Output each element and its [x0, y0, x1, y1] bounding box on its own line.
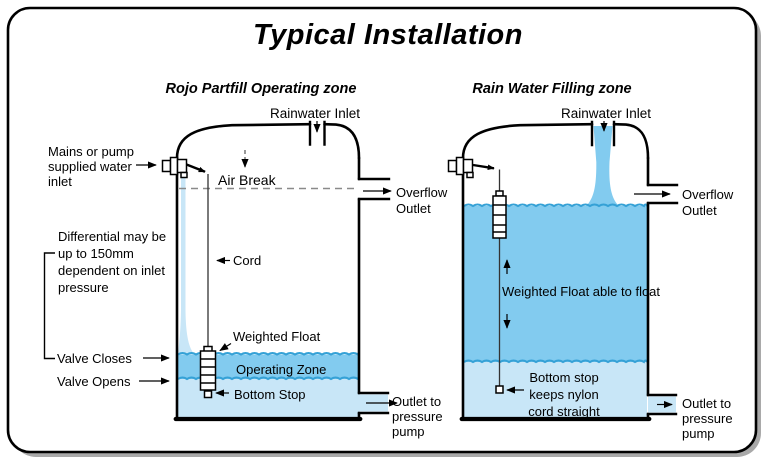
valve-wall-flange	[169, 156, 179, 176]
valve-opens-label: Valve Opens	[57, 374, 131, 389]
differential-label-line2: up to 150mm	[58, 246, 134, 261]
mains-inlet-label-line3: inlet	[48, 174, 72, 189]
float-body	[492, 195, 507, 239]
overflow-pipe	[646, 183, 679, 205]
operating-zone-label: Operating Zone	[236, 362, 326, 377]
rainwater-inlet-label: Rainwater Inlet	[270, 106, 360, 121]
right-panel-heading: Rain Water Filling zone	[472, 81, 631, 97]
inlet-water-stream	[177, 177, 195, 355]
weighted-float	[199, 345, 217, 399]
tank-dome-right	[612, 122, 650, 160]
left-panel-heading: Rojo Partfill Operating zone	[166, 81, 357, 97]
differential-label-line4: pressure	[58, 280, 109, 295]
reserve-boundary-line	[463, 359, 648, 364]
differential-label-line3: dependent on inlet	[58, 263, 165, 278]
bottom-stop-block	[495, 385, 504, 394]
differential-label-line1: Differential may be	[58, 229, 166, 244]
differential-bracket	[43, 252, 55, 360]
tank-dome-right	[323, 122, 361, 160]
valve-lever-arm	[186, 163, 206, 173]
outlet-pipe	[357, 391, 390, 415]
outlet-pump-label-line2: pressure	[682, 411, 733, 426]
water-surface-line	[463, 203, 648, 208]
bottom-stop-label: Bottom Stop	[234, 387, 306, 402]
float-valve-assembly	[161, 156, 206, 179]
valve-body	[462, 158, 474, 174]
outlet-pump-label-line1: Outlet to	[682, 396, 731, 411]
float-valve-assembly	[447, 156, 495, 179]
cord-label: Cord	[233, 253, 261, 268]
valve-outer-nut	[161, 159, 172, 173]
overflow-pipe	[357, 177, 391, 201]
outlet-pump-label-line3: pump	[682, 426, 715, 441]
float-able-label: Weighted Float able to float	[502, 284, 660, 299]
outlet-pipe	[646, 393, 678, 416]
float-body	[199, 350, 217, 391]
overflow-label-line2: Outlet	[396, 201, 431, 216]
overflow-label-line1: Overflow	[396, 185, 448, 200]
valve-spout	[180, 171, 188, 179]
float-segments	[200, 358, 216, 384]
bottom-stop-block	[203, 390, 213, 399]
tank-dome-left	[461, 122, 594, 160]
overflow-label-line2: Outlet	[682, 203, 717, 218]
mains-inlet-label-line1: Mains or pump	[48, 144, 134, 159]
weighted-float-arrow	[219, 342, 232, 352]
right-tank-panel: Rain Water Filling zone	[447, 81, 734, 441]
left-tank-panel: Rojo Partfill Operating zone	[43, 81, 448, 439]
rainwater-inlet-stubs	[590, 120, 616, 147]
rainwater-inlet-stubs	[308, 120, 326, 146]
valve-body	[176, 158, 188, 174]
valve-spout	[466, 171, 474, 179]
rainwater-stream	[586, 126, 619, 207]
mains-inlet-label-line2: supplied water	[48, 159, 132, 174]
valve-wall-flange	[455, 156, 465, 176]
bottom-stop-note-line2: keeps nylon	[529, 387, 598, 402]
rainwater-inlet-label: Rainwater Inlet	[561, 106, 651, 121]
overflow-label-line1: Overflow	[682, 187, 734, 202]
weighted-float	[492, 190, 507, 394]
page-title: Typical Installation	[253, 19, 523, 51]
air-break-label: Air Break	[218, 172, 277, 188]
float-segments	[493, 204, 506, 233]
valve-lever-arm	[472, 163, 495, 171]
reserve-water	[464, 362, 647, 419]
outlet-pump-label-line3: pump	[392, 424, 425, 439]
bottom-stop-note-line1: Bottom stop	[529, 370, 598, 385]
valve-outer-nut	[447, 159, 458, 173]
valve-closes-label: Valve Closes	[57, 351, 132, 366]
tank-dome-left	[175, 122, 312, 160]
weighted-float-label: Weighted Float	[233, 329, 321, 344]
outlet-pump-label-line1: Outlet to	[392, 394, 441, 409]
bottom-stop-note-line3: cord straight	[528, 404, 600, 419]
outlet-pump-label-line2: pressure	[392, 409, 443, 424]
